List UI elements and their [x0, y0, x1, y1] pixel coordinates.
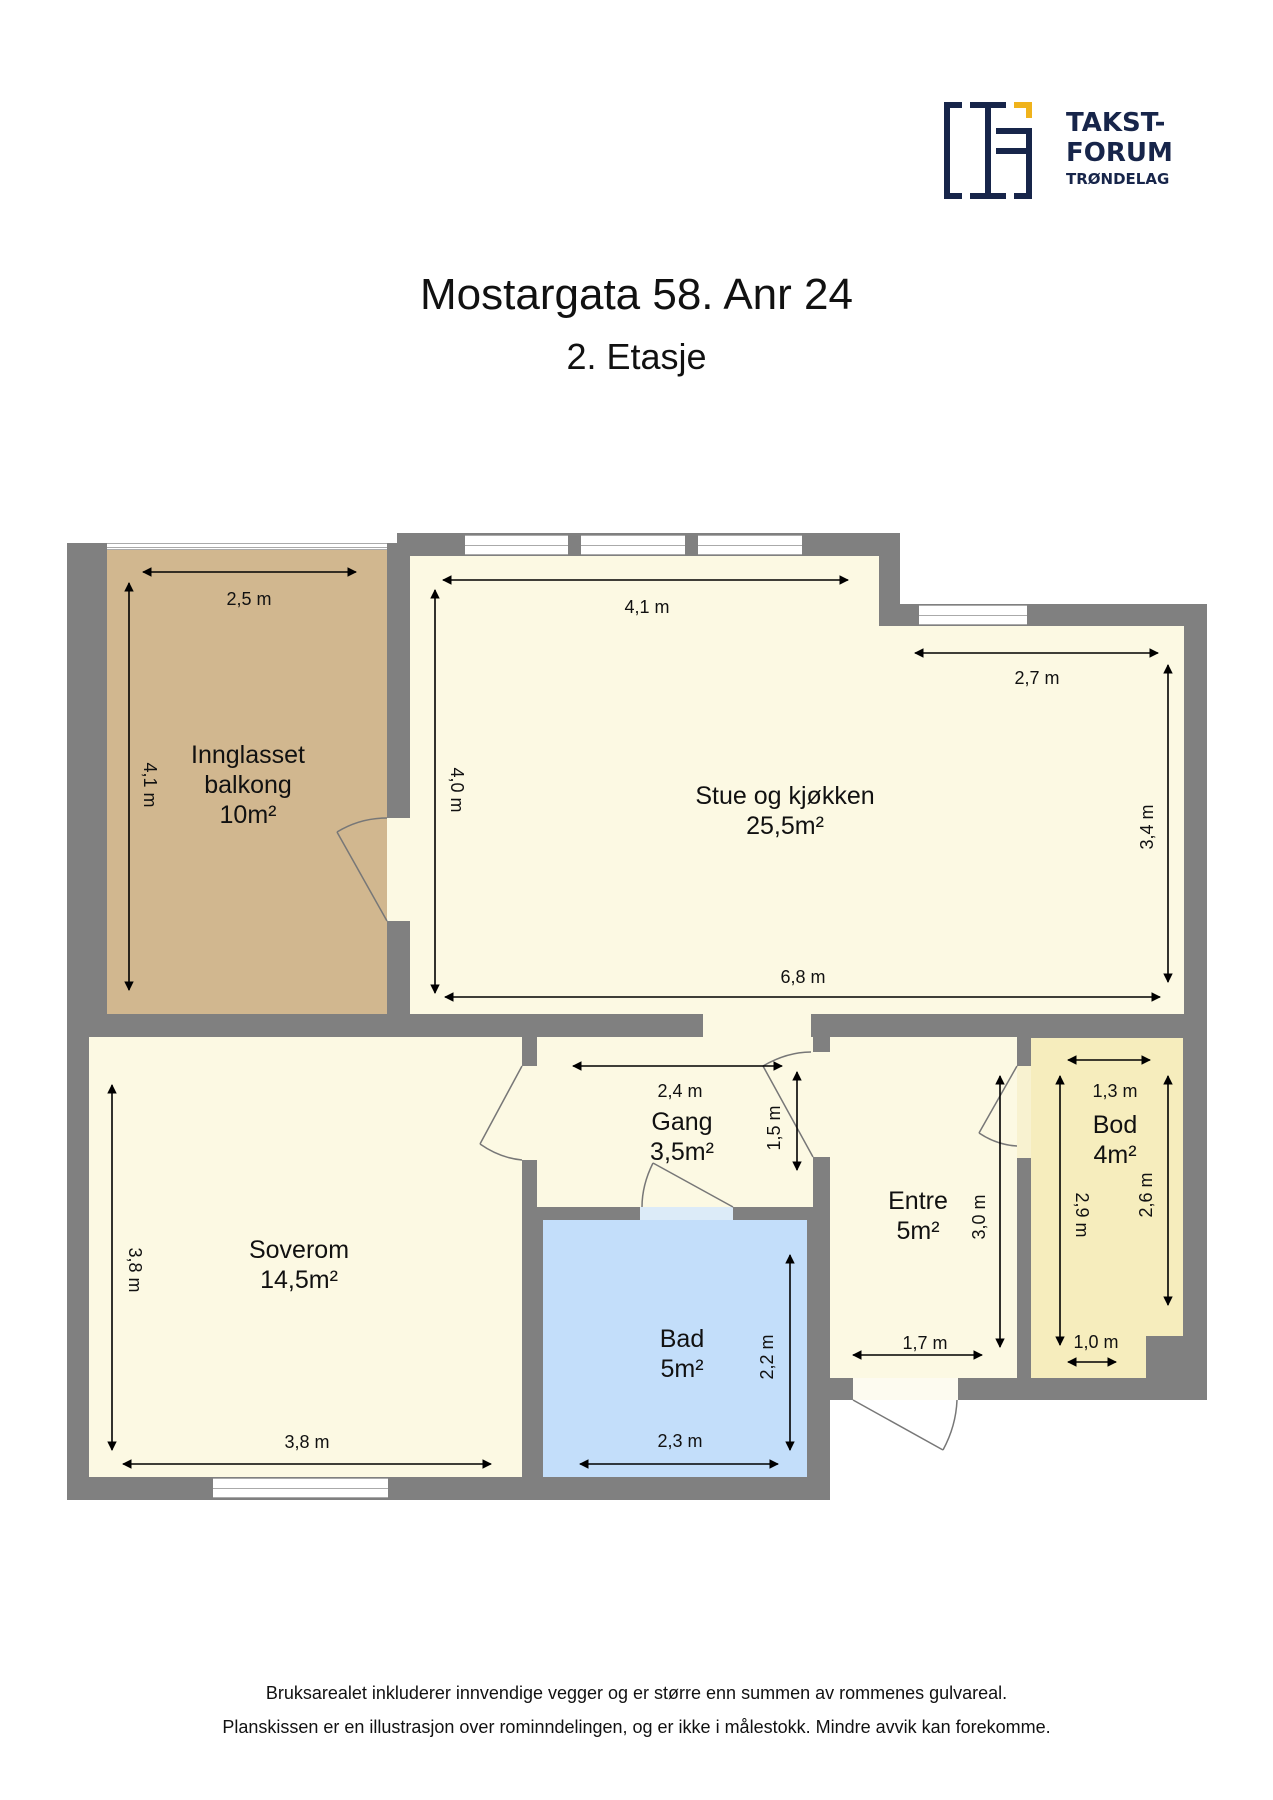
room-area: 25,5m²: [746, 812, 824, 840]
logo-text-line2: FORUM: [1066, 138, 1173, 168]
dimension-lines: [107, 567, 1173, 1469]
dim-soverom-height: 3,8 m: [125, 1247, 145, 1293]
room-label-soverom: Soverom 14,5m²: [249, 1235, 349, 1295]
room-stue-kjokken-right: [878, 626, 1184, 1014]
dim-soverom-width: 3,8 m: [284, 1432, 330, 1452]
logo-mark-icon: [944, 102, 1032, 199]
door-opening-gang-entre: [813, 1052, 830, 1157]
door-opening-gang-bad: [640, 1207, 733, 1220]
room-area: 5m²: [660, 1355, 704, 1383]
window-stue-1: [465, 535, 568, 555]
floor-subtitle: 2. Etasje: [566, 336, 707, 377]
room-name: Stue og kjøkken: [695, 782, 875, 810]
room-label-entre: Entre 5m²: [888, 1186, 948, 1246]
room-soverom: [89, 1037, 522, 1477]
room-area: 14,5m²: [260, 1266, 338, 1294]
page-title: Mostargata 58. Anr 24: [420, 270, 853, 319]
room-label-stue: Stue og kjøkken 25,5m²: [695, 781, 874, 841]
door-opening-stue-gang: [703, 1014, 811, 1037]
window-soverom: [213, 1478, 388, 1498]
footer-note-2: Planskissen er en illustrasjon over romi…: [222, 1717, 1051, 1737]
dim-bod-bottom: 1,0 m: [1073, 1332, 1119, 1352]
window-stue-4: [919, 605, 1027, 625]
room-bod-lower: [1031, 1335, 1146, 1378]
door-opening-entre-bod: [1017, 1066, 1031, 1158]
room-name: Bod: [1092, 1111, 1138, 1139]
dim-balcony-width: 2,5 m: [226, 589, 272, 609]
dim-stue-left: 4,0 m: [447, 767, 467, 813]
dim-stue-right: 3,4 m: [1137, 804, 1157, 850]
dim-bad-width: 2,3 m: [657, 1431, 703, 1451]
room-entre: [830, 1037, 1017, 1378]
logo-text-line1: TAKST-: [1066, 108, 1166, 138]
company-logo: TAKST- FORUM TRØNDELAG: [944, 100, 1184, 202]
room-label-balcony: Innglasset balkong 10m²: [191, 740, 305, 830]
room-name: Entre: [888, 1187, 948, 1215]
room-name-line1: Innglasset: [191, 741, 305, 769]
door-opening-entrance: [853, 1378, 958, 1400]
dim-stue-right-top: 2,7 m: [1014, 668, 1060, 688]
room-label-bod: Bod 4m²: [1093, 1110, 1137, 1170]
room-name: Gang: [651, 1108, 713, 1136]
dim-bad-height: 2,2 m: [757, 1334, 777, 1380]
dim-balcony-length: 4,1 m: [140, 762, 160, 808]
dim-gang-width: 2,4 m: [657, 1081, 703, 1101]
dim-entre-height: 3,0 m: [969, 1194, 989, 1240]
room-area: 3,5m²: [650, 1138, 714, 1166]
dim-stue-top: 4,1 m: [624, 597, 670, 617]
door-swings: [336, 817, 1018, 1451]
door-opening-soverom-gang: [522, 1066, 537, 1160]
room-name: Bad: [659, 1325, 705, 1353]
window-balcony-glazing: [107, 543, 387, 550]
dim-stue-bottom: 6,8 m: [780, 967, 826, 987]
room-stue-kjokken: [410, 556, 879, 1014]
room-balcony: [107, 550, 387, 1014]
window-stue-3: [698, 535, 802, 555]
room-bad: [543, 1220, 807, 1477]
room-name: Soverom: [248, 1236, 350, 1264]
dim-bod-right: 2,6 m: [1136, 1172, 1156, 1218]
room-area: 10m²: [219, 801, 277, 829]
room-label-gang: Gang 3,5m²: [650, 1107, 714, 1167]
dim-bod-top: 1,3 m: [1092, 1081, 1138, 1101]
dim-bod-left: 2,9 m: [1072, 1192, 1092, 1238]
room-area: 4m²: [1093, 1141, 1137, 1169]
footer-note-1: Bruksarealet inkluderer innvendige vegge…: [265, 1683, 1008, 1703]
logo-text-line3: TRØNDELAG: [1066, 170, 1170, 188]
dim-gang-depth: 1,5 m: [764, 1105, 784, 1151]
dim-entre-width: 1,7 m: [902, 1333, 948, 1353]
door-opening-balcony-stue: [387, 818, 410, 921]
room-name-line2: balkong: [204, 771, 292, 799]
window-stue-2: [581, 535, 685, 555]
room-label-bad: Bad 5m²: [660, 1324, 704, 1384]
room-area: 5m²: [896, 1217, 940, 1245]
